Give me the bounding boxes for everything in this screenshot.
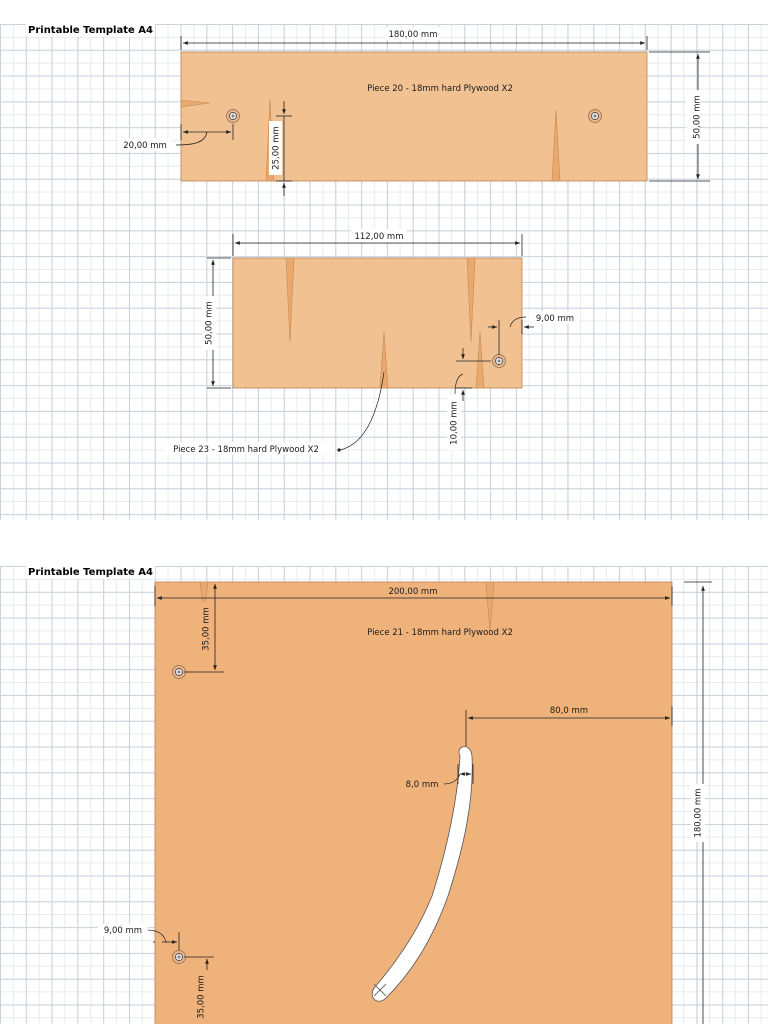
page-gap <box>0 520 768 566</box>
dimension-top-hole-offset: 35,00 mm <box>202 607 212 651</box>
piece-21: Piece 21 - 18mm hard Plywood X2 200,00 m… <box>98 581 712 1024</box>
dowel-hole <box>551 109 561 182</box>
dimension-slot-offset: 80,0 mm <box>550 706 588 716</box>
dimension-hole-offset-x: 20,00 mm <box>123 141 167 151</box>
template-sheet-1: Printable Template A4 <box>0 24 768 520</box>
dimension-hole-offset-x: 9,00 mm <box>536 314 574 324</box>
screw-hole-icon <box>226 109 240 123</box>
piece-label: Piece 23 - 18mm hard Plywood X2 <box>173 445 319 455</box>
sheet-title: Printable Template A4 <box>26 566 155 579</box>
dimension-slot-width: 8,0 mm <box>406 780 439 790</box>
dimension-width: 180,00 mm <box>388 30 437 40</box>
dimension-height: 50,00 mm <box>205 301 215 345</box>
dowel-hole <box>379 331 389 389</box>
piece-23: 112,00 mm 50,00 mm 9,00 mm 10,00 mm <box>164 229 579 455</box>
dowel-hole <box>466 257 476 343</box>
screw-hole-icon <box>492 354 506 368</box>
piece-20: Piece 20 - 18mm hard Plywood X2 180,00 m… <box>118 27 710 196</box>
screw-hole-icon <box>172 665 186 679</box>
dowel-hole <box>485 581 495 633</box>
dimension-height: 50,00 mm <box>693 95 703 139</box>
piece-label: Piece 20 - 18mm hard Plywood X2 <box>367 84 513 94</box>
dimension-bottom-hole-offset-x: 9,00 mm <box>104 926 142 936</box>
drawing-sheet-2: Piece 21 - 18mm hard Plywood X2 200,00 m… <box>98 581 712 1024</box>
dowel-hole <box>475 331 485 389</box>
dowel-hole <box>180 99 211 108</box>
dimension-hole-offset-y: 10,00 mm <box>450 401 460 445</box>
dimension-bottom-hole-offset-y: 35,00 mm <box>197 975 207 1019</box>
screw-hole-icon <box>588 109 602 123</box>
piece-label: Piece 21 - 18mm hard Plywood X2 <box>367 628 513 638</box>
template-sheet-2: Printable Template A4 <box>0 566 768 1024</box>
dowel-hole <box>285 257 295 343</box>
dimension-width: 200,00 mm <box>388 587 437 597</box>
drawing-sheet-1: Piece 20 - 18mm hard Plywood X2 180,00 m… <box>118 27 710 455</box>
sheet-title: Printable Template A4 <box>26 24 155 37</box>
dimension-height: 180,00 mm <box>694 788 704 837</box>
dimension-width: 112,00 mm <box>354 232 403 242</box>
dimension-hole-offset-y: 25,00 mm <box>272 126 282 170</box>
piece-20-board <box>180 51 648 182</box>
screw-hole-icon <box>172 950 186 964</box>
